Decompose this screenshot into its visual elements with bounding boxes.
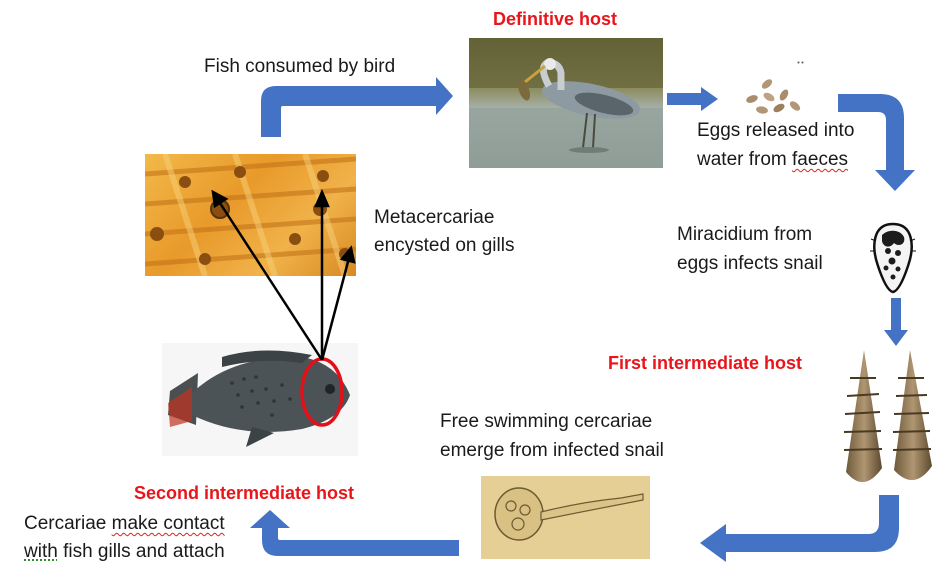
eggs-illustration [742, 75, 802, 117]
step-cercariae-free-line1: Free swimming cercariae [440, 411, 653, 432]
definitive-host-label: Definitive host [493, 9, 618, 29]
gill-tissue-micrograph [145, 154, 356, 276]
arrow-cercaria-to-fish [250, 510, 459, 556]
make-contact-words: make contact [111, 513, 225, 534]
step-contact-line2: with fish gills and attach [24, 538, 225, 565]
step-metacercariae-line1: Metacercariae [374, 207, 495, 228]
first-intermediate-host-label: First intermediate host [608, 353, 803, 373]
faeces-word: faeces [792, 149, 849, 170]
step-fish-consumed: Fish consumed by bird [204, 56, 396, 77]
eggs-line2-text: water from [697, 149, 793, 170]
arrow-snail-to-cercaria [700, 495, 899, 562]
step-miracidium-line1: Miracidium from [677, 224, 813, 245]
heron-photo [469, 38, 663, 168]
second-intermediate-host-label: Second intermediate host [134, 483, 355, 503]
snail-shells-photo [834, 348, 942, 494]
contact-line2-text: fish gills and attach [57, 541, 225, 562]
arrow-fish-to-bird [261, 77, 453, 137]
with-word: with [24, 541, 58, 562]
cercaria-micrograph [481, 476, 650, 559]
arrow-eggs-down [838, 94, 915, 191]
step-eggs-line2: water from faeces [697, 146, 848, 173]
contact-line1-text: Cercariae [24, 513, 112, 534]
tiny-dots [797, 61, 805, 64]
step-eggs-line1: Eggs released into [697, 120, 855, 141]
arrow-bird-to-eggs [667, 87, 718, 111]
tilapia-fish-photo [162, 343, 358, 456]
gill-highlight-circle [300, 357, 344, 427]
step-metacercariae-line2: encysted on gills [374, 235, 515, 256]
step-cercariae-free-line2: emerge from infected snail [440, 440, 664, 461]
step-miracidium-line2: eggs infects snail [677, 253, 823, 274]
step-contact-line1: Cercariae make contact [24, 510, 225, 537]
miracidium-illustration [868, 221, 918, 295]
arrow-miracidium-to-snail [884, 298, 908, 346]
